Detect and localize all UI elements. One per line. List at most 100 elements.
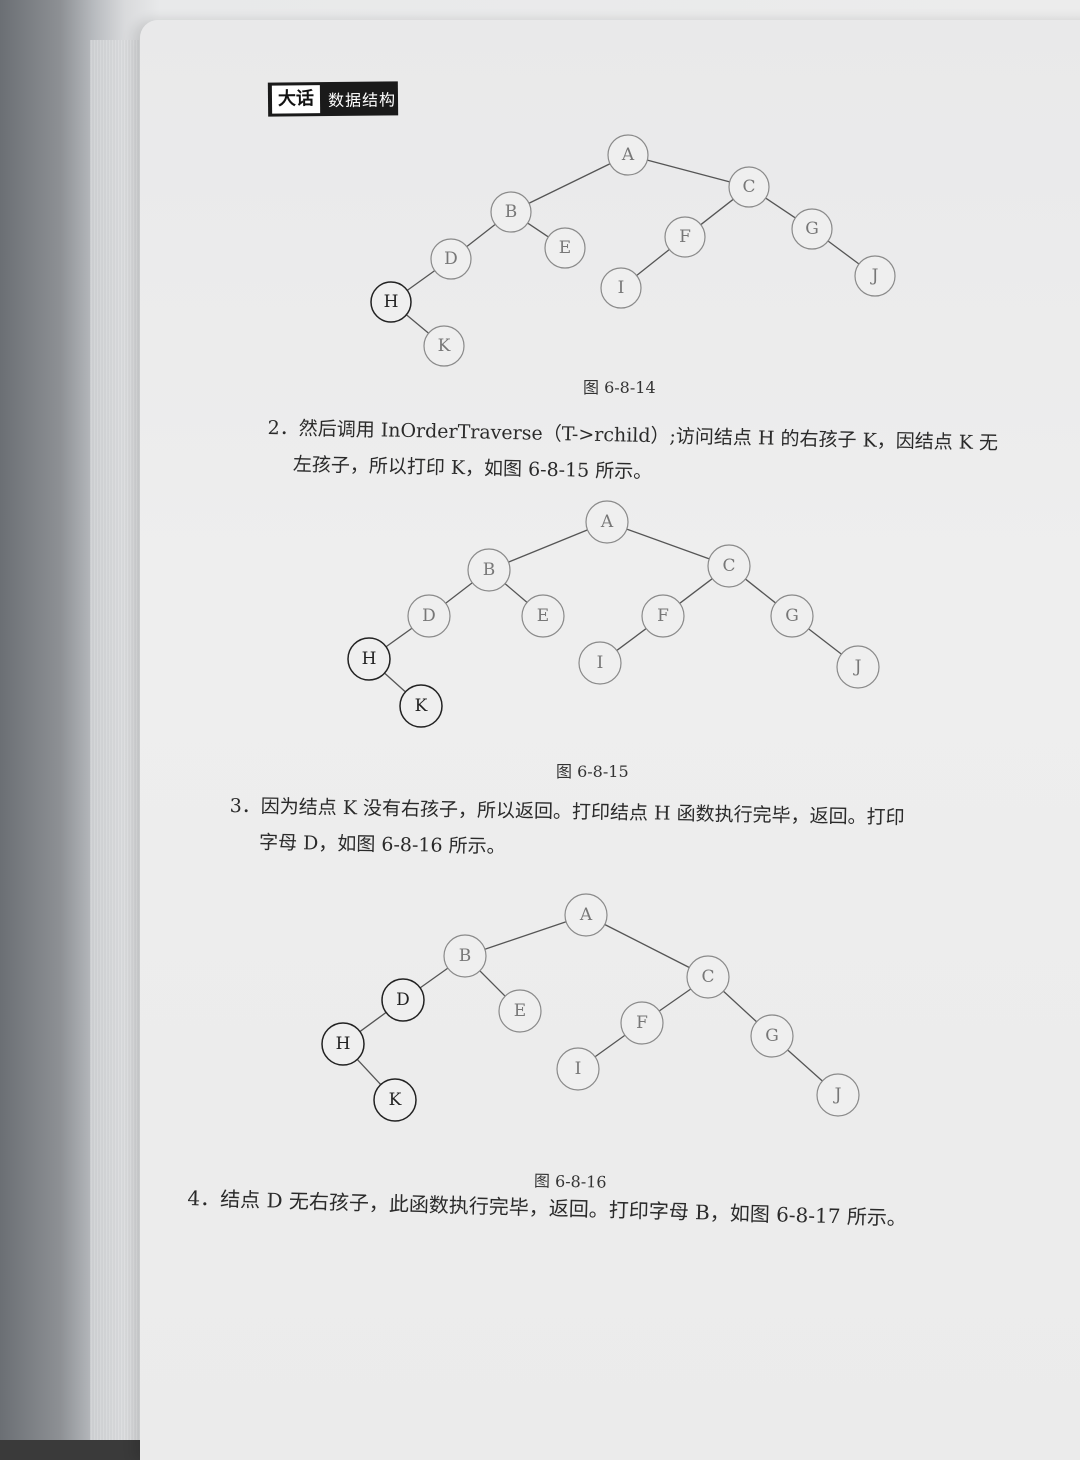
tree-node-circle — [791, 208, 833, 250]
tree-edge-G-J — [808, 628, 842, 655]
tree-node-E: E — [498, 989, 542, 1033]
tree-node-K: K — [423, 325, 465, 367]
tree-node-circle — [490, 191, 532, 233]
tree-node-A: A — [564, 893, 608, 937]
tree-node-label: I — [575, 1059, 582, 1079]
tree-edge-C-G — [765, 197, 796, 219]
tree-edge-D-H — [406, 270, 436, 291]
tree-node-H: H — [347, 637, 391, 681]
book-page — [140, 20, 1080, 1460]
tree-node-circle — [686, 955, 730, 999]
tree-edge-A-C — [626, 528, 710, 560]
tree-edge-A-B — [528, 163, 611, 204]
tree-node-label: E — [514, 1001, 526, 1021]
tree-node-F: F — [620, 1001, 664, 1045]
tree-node-label: G — [785, 606, 799, 626]
tree-node-C: C — [686, 955, 730, 999]
tree-node-G: G — [791, 208, 833, 250]
tree-node-K: K — [373, 1078, 417, 1122]
tree-edge-C-F — [679, 578, 713, 604]
tree-node-B: B — [467, 548, 511, 592]
tree-edge-B-E — [479, 970, 506, 997]
tree-edge-A-C — [604, 923, 690, 969]
tree-node-label: D — [444, 249, 458, 269]
tree-node-label: I — [597, 653, 604, 673]
tree-node-circle — [816, 1073, 860, 1117]
tree-node-label: F — [657, 606, 669, 626]
tree-node-label: E — [537, 606, 549, 626]
tree-node-label: D — [396, 990, 410, 1010]
tree-node-label: A — [579, 905, 593, 925]
tree-node-label: D — [422, 606, 436, 626]
tree-node-circle — [770, 594, 814, 638]
tree-node-H: H — [321, 1022, 365, 1066]
tree-node-label: C — [742, 177, 755, 197]
tree-node-C: C — [707, 544, 751, 588]
tree-node-label: J — [870, 266, 879, 286]
figure-caption: 图 6-8-15 — [556, 762, 629, 781]
tree-node-circle — [641, 594, 685, 638]
tree-node-circle — [321, 1022, 365, 1066]
tree-node-circle — [564, 893, 608, 937]
tree-edge-A-B — [484, 921, 567, 950]
tree-edge-A-B — [508, 529, 588, 563]
tree-node-label: E — [559, 238, 571, 258]
tree-node-label: F — [636, 1013, 648, 1033]
tree-node-label: H — [384, 292, 399, 312]
tree-node-I: I — [578, 641, 622, 685]
tree-edge-H-K — [405, 314, 430, 334]
tree-node-C: C — [728, 166, 770, 208]
figure-caption: 图 6-8-16 — [533, 1171, 607, 1192]
tree-edge-H-K — [356, 1058, 382, 1086]
tree-edge-F-I — [636, 248, 670, 277]
tree-node-circle — [443, 934, 487, 978]
tree-node-label: K — [389, 1090, 402, 1110]
tree-node-label: B — [505, 202, 518, 222]
tree-node-circle — [664, 216, 706, 258]
tree-edge-B-E — [527, 222, 549, 238]
tree-node-label: G — [805, 219, 819, 239]
tree-edge-G-J — [787, 1049, 823, 1082]
tree-node-circle — [750, 1014, 794, 1058]
tree-node-circle — [373, 1078, 417, 1122]
tree-edge-C-G — [722, 990, 758, 1023]
tree-node-circle — [607, 134, 649, 176]
tree-node-I: I — [600, 267, 642, 309]
tree-edge-B-E — [504, 583, 528, 603]
tree-node-circle — [728, 166, 770, 208]
tree-node-circle — [467, 548, 511, 592]
tree-node-F: F — [664, 216, 706, 258]
tree-node-circle — [578, 641, 622, 685]
figure-caption: 图 6-8-14 — [583, 378, 656, 397]
tree-edge-F-I — [594, 1034, 626, 1058]
tree-node-G: G — [770, 594, 814, 638]
tree-edge-C-F — [700, 198, 734, 226]
tree-edge-B-D — [419, 967, 449, 989]
tree-node-label: A — [621, 145, 635, 165]
tree-node-circle — [430, 238, 472, 280]
tree-node-J: J — [854, 255, 896, 297]
tree-node-I: I — [556, 1047, 600, 1091]
tree-node-circle — [836, 645, 880, 689]
tree-edge-A-C — [647, 159, 730, 183]
tree-node-D: D — [430, 238, 472, 280]
tree-node-circle — [498, 989, 542, 1033]
tree-node-circle — [600, 267, 642, 309]
tree-node-label: B — [459, 946, 472, 966]
tree-node-A: A — [607, 134, 649, 176]
tree-node-circle — [585, 500, 629, 544]
tree-node-B: B — [443, 934, 487, 978]
tree-node-G: G — [750, 1014, 794, 1058]
tree-node-circle — [347, 637, 391, 681]
tree-edge-C-F — [658, 988, 692, 1012]
tree-node-circle — [620, 1001, 664, 1045]
tree-node-D: D — [407, 594, 451, 638]
tree-node-label: J — [833, 1085, 842, 1105]
tree-node-circle — [556, 1047, 600, 1091]
tree-node-circle — [399, 684, 443, 728]
tree-node-circle — [381, 978, 425, 1022]
tree-node-B: B — [490, 191, 532, 233]
